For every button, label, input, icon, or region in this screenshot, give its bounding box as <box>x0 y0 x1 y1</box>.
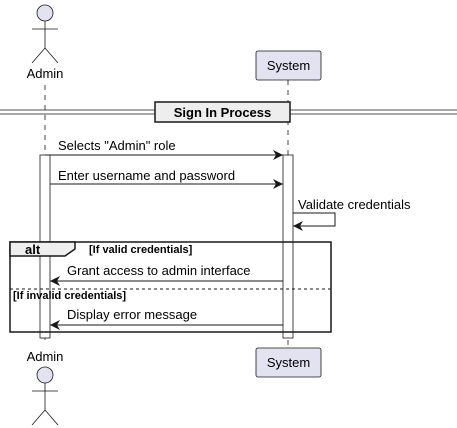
fragment-guard-1: [If valid credentials] <box>89 244 193 256</box>
self-call-arrow <box>293 212 336 231</box>
actor-leg-right <box>44 409 59 426</box>
actor-leg-left <box>31 409 46 426</box>
message-label: Display error message <box>67 307 197 322</box>
fragment-guard-2: [If invalid credentials] <box>13 290 126 302</box>
system-participant-top: System <box>255 50 322 81</box>
system-participant-bottom: System <box>255 347 322 378</box>
message-display-error: Display error message <box>50 307 283 330</box>
admin-actor-top: Admin <box>27 4 64 81</box>
participant-box <box>255 50 322 81</box>
divider-box <box>154 101 291 123</box>
alt-fragment: alt [If valid credentials] [If invalid c… <box>9 241 332 333</box>
fragment-frame <box>9 241 332 333</box>
system-label-top: System <box>267 58 310 73</box>
admin-label-bottom: Admin <box>27 349 64 364</box>
divider-label: Sign In Process <box>174 105 272 120</box>
fragment-tab <box>9 241 76 257</box>
message-validate-credentials: Validate credentials <box>293 197 411 231</box>
admin-actor-bottom: Admin <box>27 349 64 426</box>
actor-leg-left <box>31 47 46 64</box>
message-enter-credentials: Enter username and password <box>50 168 283 189</box>
actor-leg-right <box>44 47 59 64</box>
message-label: Selects "Admin" role <box>58 138 176 153</box>
divider: Sign In Process <box>0 101 457 123</box>
actor-head <box>36 366 54 384</box>
message-label: Grant access to admin interface <box>67 263 251 278</box>
admin-label-top: Admin <box>27 66 64 81</box>
message-label: Enter username and password <box>58 168 235 183</box>
message-grant-access: Grant access to admin interface <box>50 263 283 286</box>
system-activation <box>282 154 294 339</box>
message-label: Validate credentials <box>298 197 411 212</box>
system-label-bottom: System <box>267 355 310 370</box>
actor-head <box>36 4 54 22</box>
participant-box <box>255 347 322 378</box>
message-select-role: Selects "Admin" role <box>45 138 283 160</box>
fragment-keyword: alt <box>25 242 41 257</box>
